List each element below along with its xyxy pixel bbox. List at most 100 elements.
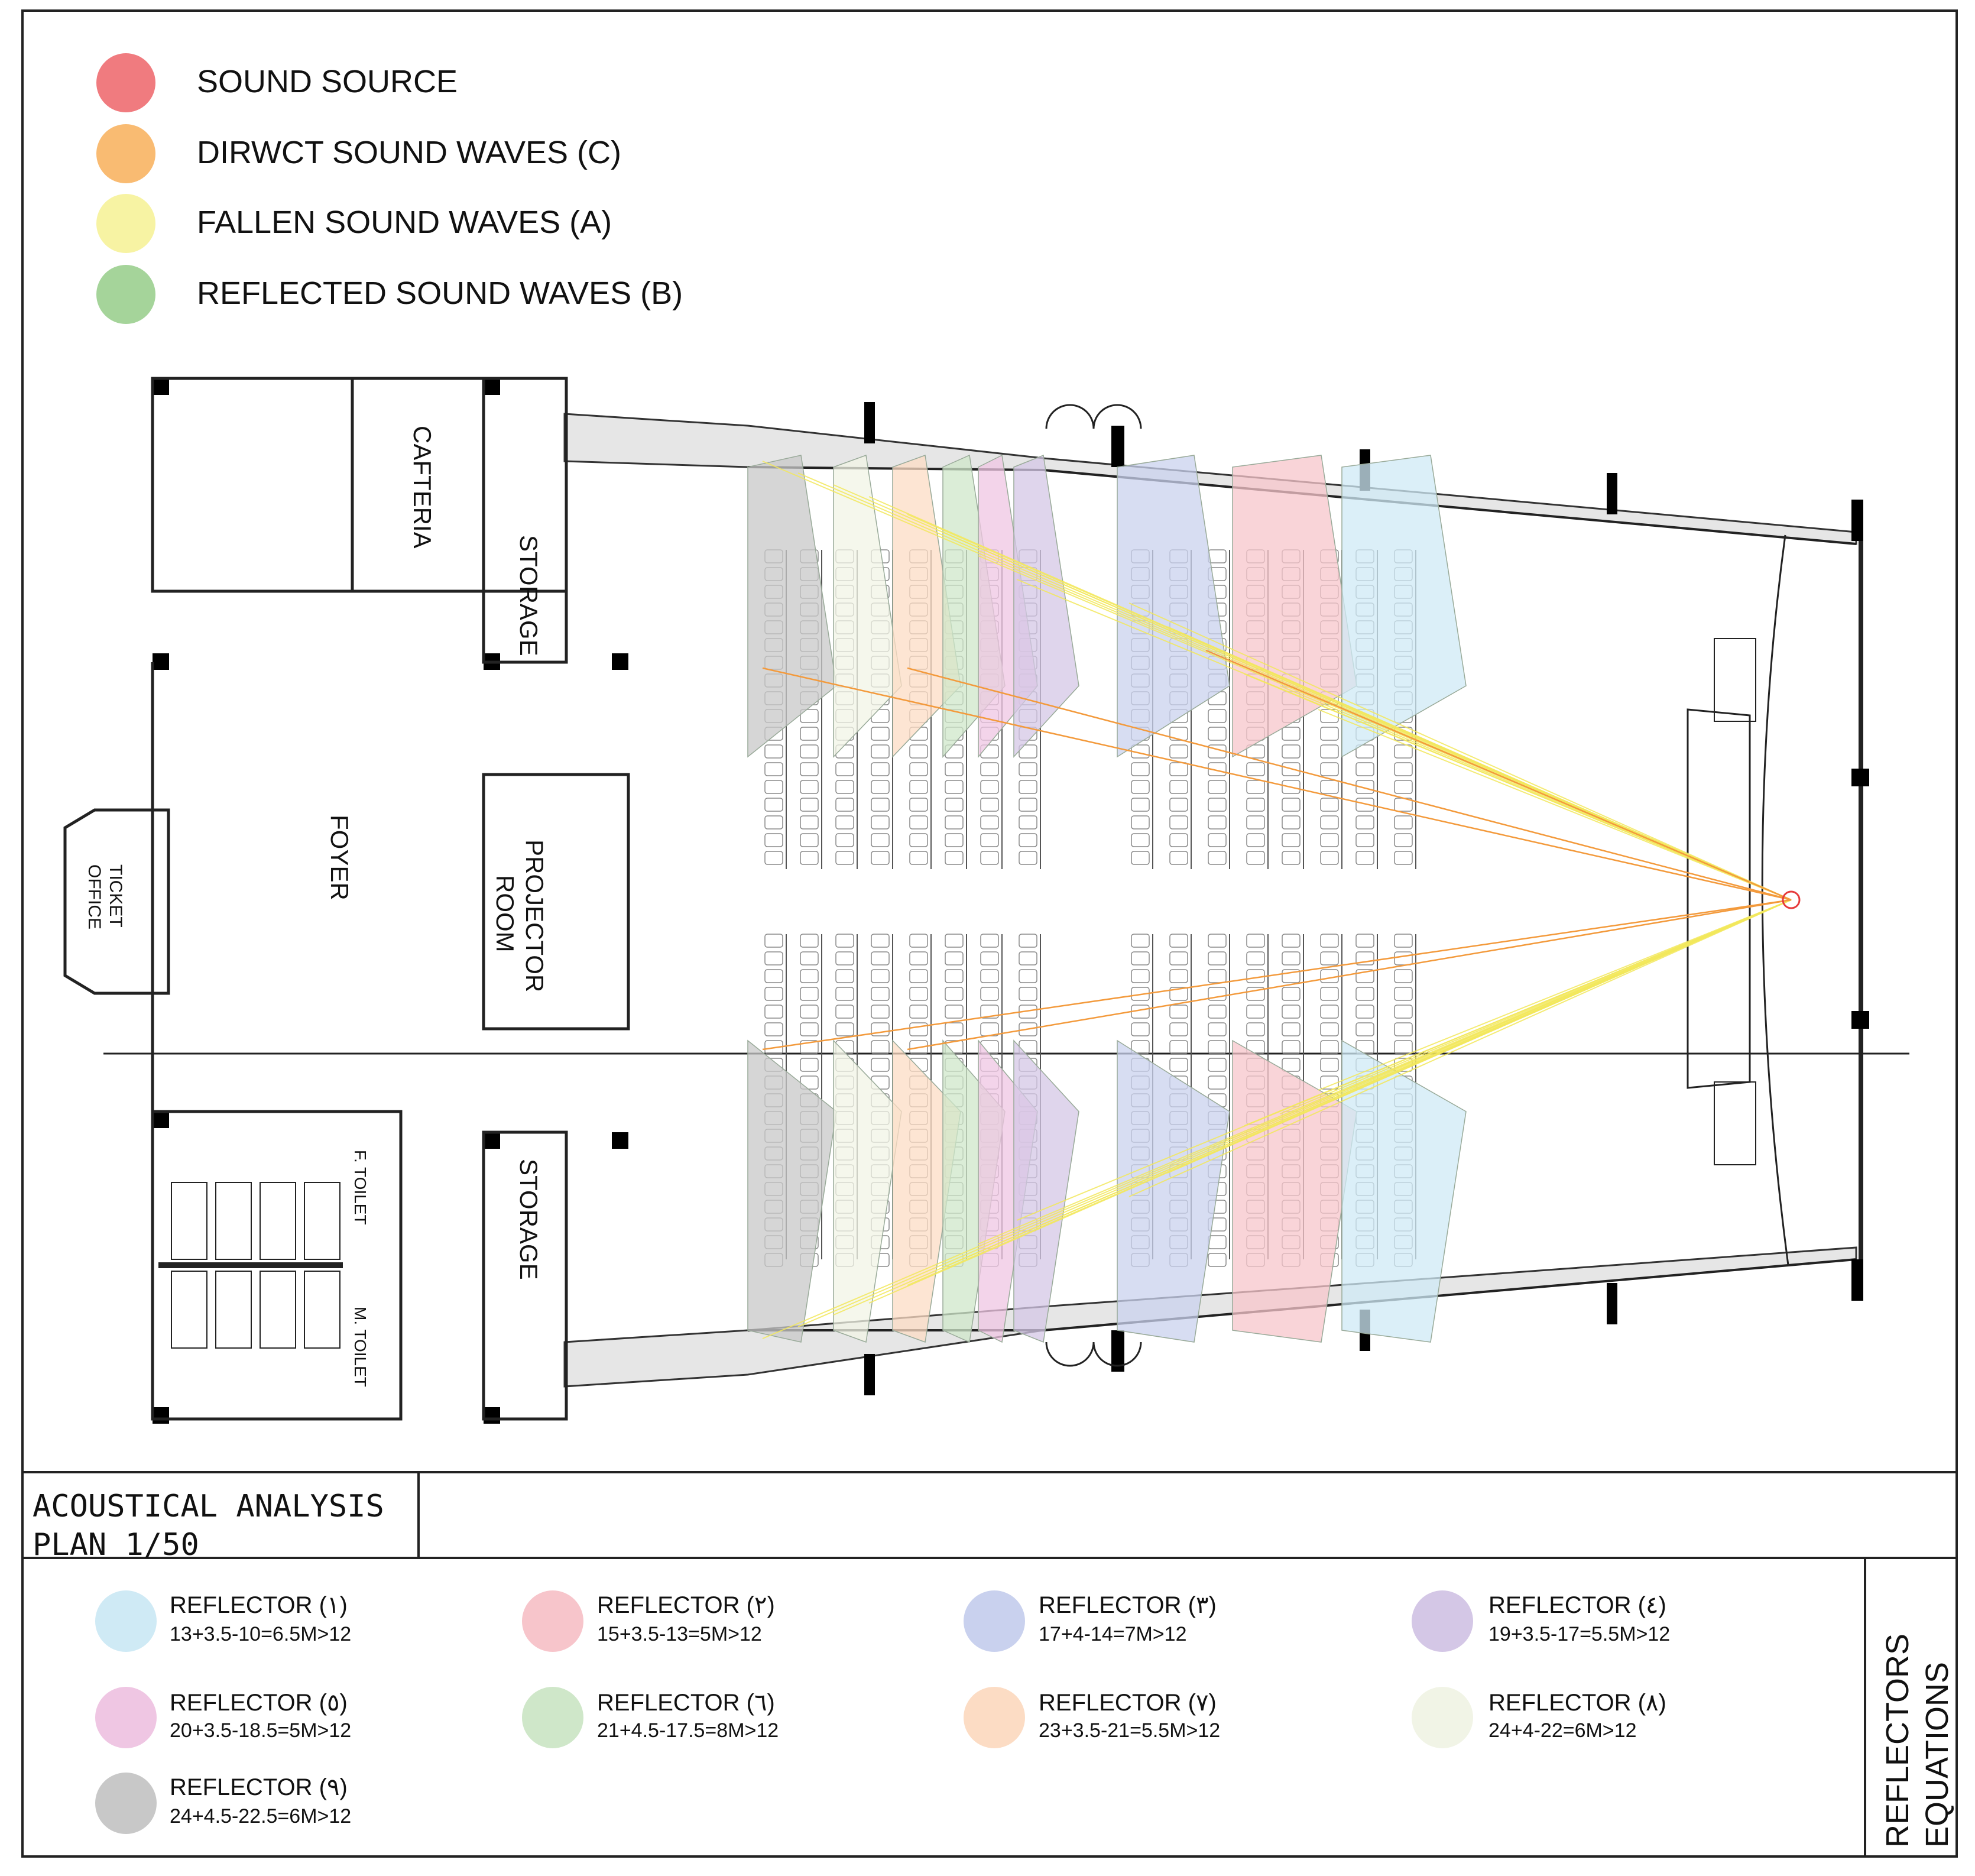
seat [1246,833,1265,847]
reflector-entry-8: REFLECTOR (٨) 24+4-22=6M>12 [1412,1687,1666,1748]
reflector-equation: 23+3.5-21=5.5M>12 [1039,1719,1220,1742]
seat [1320,1058,1339,1072]
seat [1169,851,1188,865]
seat [1246,798,1265,812]
projector-room-label-1: PROJECTOR [521,840,549,992]
seat [1131,1040,1150,1054]
seat [835,987,854,1001]
seat [835,833,854,847]
ticket-office-label-2: OFFICE [85,864,104,929]
reflector-panel [1341,455,1467,758]
title-block: ACOUSTICAL ANALYSIS PLAN 1/50 [33,1489,384,1563]
reflector-swatch [964,1590,1025,1652]
seat [1019,815,1037,830]
seat [1320,1075,1339,1090]
seat [835,1005,854,1019]
seat [835,798,854,812]
seat [1246,851,1265,865]
reflector-entry-5: REFLECTOR (٥) 20+3.5-18.5=5M>12 [95,1687,351,1748]
equations-title-line-1: REFLECTORS [1880,1634,1915,1848]
reflector-panel [1013,454,1079,758]
reflector-swatch [95,1590,157,1652]
seat [1355,851,1374,865]
legend-item-fallen-waves: FALLEN SOUND WAVES (A) [96,194,612,253]
seat [945,833,964,847]
seat [764,1022,783,1036]
seat [800,744,819,759]
seat [1019,780,1037,794]
room-labels: CAFTERIA STORAGE FOYER PROJECTOR ROOM TI… [85,426,549,1387]
seat [980,851,999,865]
stall [260,1271,296,1349]
seat [1394,1040,1413,1054]
seat [1282,833,1301,847]
seat [1320,780,1339,794]
seat [1208,798,1227,812]
seat [1355,815,1374,830]
seat [980,780,999,794]
seat [1131,815,1150,830]
seat [764,1005,783,1019]
seat [1355,934,1374,948]
seat [1169,1022,1188,1036]
seat [1282,1040,1301,1054]
seat [764,815,783,830]
seat [1320,1040,1339,1054]
seat [871,987,890,1001]
reflector-panel [747,455,837,758]
stall [260,1182,296,1260]
stall [171,1182,207,1260]
seat [1169,780,1188,794]
seat [909,798,928,812]
seat [1169,815,1188,830]
reflector-swatch [964,1687,1025,1748]
seat [871,762,890,776]
equations-title-line-2: EQUATIONS [1919,1662,1955,1848]
hall-door-bottom [1045,1342,1142,1367]
stall [304,1271,340,1349]
stall [304,1182,340,1260]
seat [764,798,783,812]
seat [1320,1022,1339,1036]
seat [1282,851,1301,865]
reflector-name: REFLECTOR (٨) [1488,1690,1666,1716]
seat [1282,744,1301,759]
seat [1394,969,1413,983]
seat [1169,762,1188,776]
reflector-name: REFLECTOR (٤) [1488,1592,1666,1618]
legend-label: DIRWCT SOUND WAVES (C) [197,135,621,170]
cafeteria-block [151,377,568,593]
seat [1394,1022,1413,1036]
column [153,1112,169,1128]
stall [215,1271,252,1349]
seat [871,851,890,865]
seat [1169,727,1188,741]
seat [945,798,964,812]
legend-item-sound-source: SOUND SOURCE [96,53,458,112]
reflector-swatch [522,1687,583,1748]
direct-ray [762,667,1792,901]
seat [835,969,854,983]
reflector-equation: 13+3.5-10=6.5M>12 [170,1623,351,1645]
seat [1246,951,1265,965]
reflector-swatch [95,1773,157,1834]
fallen-ray [1205,899,1792,1150]
reflector-equation: 24+4.5-22.5=6M>12 [170,1805,351,1828]
seat [1208,833,1227,847]
column [1851,1259,1863,1301]
seat [1394,833,1413,847]
seat [1169,987,1188,1001]
fallen-ray [1279,899,1792,1114]
storage-top-label: STORAGE [515,535,543,656]
projector-room [482,773,630,1031]
reflector-name: REFLECTOR (٢) [597,1592,775,1618]
seat [1282,951,1301,965]
legend: SOUND SOURCE DIRWCT SOUND WAVES (C) FALL… [96,53,683,324]
seat [871,727,890,741]
seat [945,951,964,965]
column [1851,1011,1869,1029]
seat [980,987,999,1001]
seat [980,798,999,812]
reflector-panel [1117,1039,1230,1343]
